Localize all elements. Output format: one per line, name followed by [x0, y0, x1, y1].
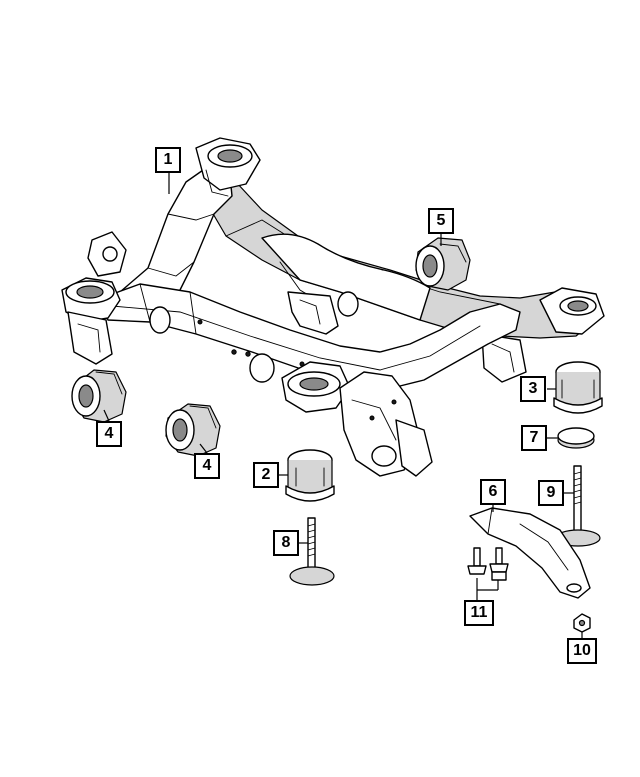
callout-4-middle: 4 — [194, 453, 220, 479]
callout-4-left: 4 — [96, 421, 122, 447]
bushing-2 — [285, 449, 335, 502]
bolt-8 — [289, 517, 335, 586]
callout-4-middle-label: 4 — [202, 457, 212, 474]
callout-3-label: 3 — [528, 380, 538, 397]
washer-7 — [557, 427, 595, 449]
callout-9: 9 — [538, 480, 564, 506]
callout-2-label: 2 — [261, 466, 271, 483]
crossmember-frame — [61, 137, 605, 477]
callout-11-label: 11 — [470, 604, 488, 621]
callout-9-label: 9 — [546, 484, 556, 501]
callout-5-label: 5 — [436, 212, 446, 229]
callout-3: 3 — [520, 376, 546, 402]
callout-1-label: 1 — [163, 151, 173, 168]
bracket-6 — [469, 507, 591, 599]
callout-5: 5 — [428, 208, 454, 234]
callout-10-label: 10 — [573, 642, 591, 659]
callout-8: 8 — [273, 530, 299, 556]
bushing-4-middle — [165, 403, 221, 457]
callout-8-label: 8 — [281, 534, 291, 551]
callout-4-left-label: 4 — [104, 425, 114, 442]
callout-1: 1 — [155, 147, 181, 173]
callout-6-label: 6 — [488, 483, 498, 500]
leader-lines — [103, 172, 583, 638]
callout-2: 2 — [253, 462, 279, 488]
callout-11: 11 — [464, 600, 494, 626]
bushing-5 — [415, 237, 471, 291]
callout-7: 7 — [521, 425, 547, 451]
callout-7-label: 7 — [529, 429, 539, 446]
bushing-3 — [553, 361, 603, 414]
callout-10: 10 — [567, 638, 597, 664]
bushing-4-left — [71, 369, 127, 423]
nut-10 — [573, 613, 591, 633]
bolts-11 — [467, 547, 509, 581]
callout-6: 6 — [480, 479, 506, 505]
